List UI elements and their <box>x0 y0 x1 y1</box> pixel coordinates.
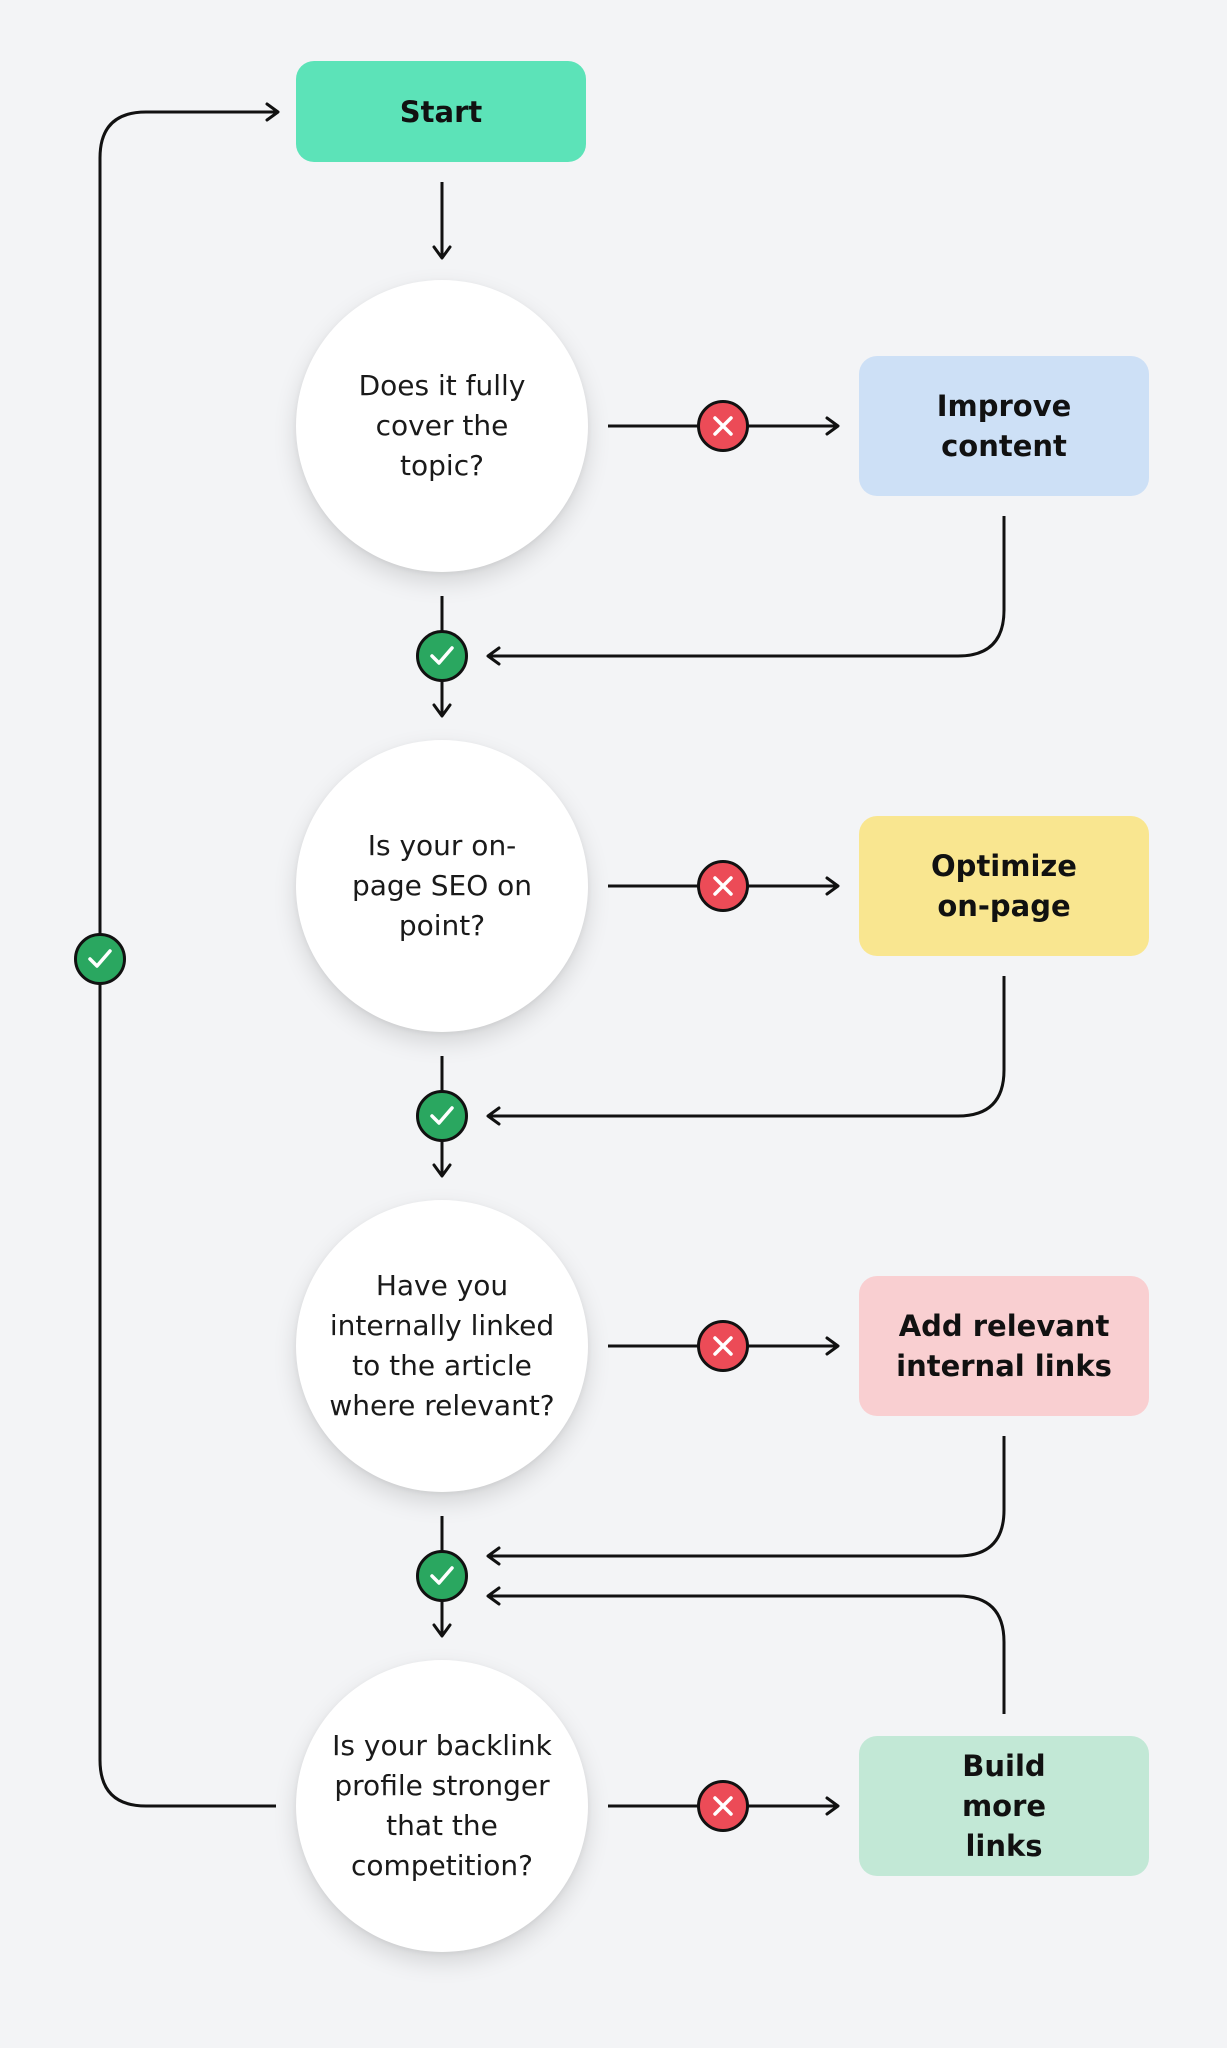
action-label: Build more links <box>961 1749 1047 1863</box>
start-label: Start <box>399 94 483 129</box>
action-add-internal-links: Add relevant internal links <box>859 1276 1149 1416</box>
action-label: Improve content <box>936 389 1072 463</box>
loop-back-line <box>98 102 280 1808</box>
return-line-1 <box>486 516 1006 666</box>
question-on-page-seo: Is your on-page SEO on point? <box>296 740 588 1032</box>
action-improve-content: Improve content <box>859 356 1149 496</box>
return-line-2 <box>486 976 1006 1126</box>
question-topic-coverage: Does it fully cover the topic? <box>296 280 588 572</box>
checkmark-icon <box>416 630 468 682</box>
checkmark-icon <box>416 1550 468 1602</box>
question-text: Is your backlink profile stronger that t… <box>332 1729 552 1882</box>
x-mark-icon <box>697 860 749 912</box>
question-text: Does it fully cover the topic? <box>358 369 526 482</box>
return-line-3 <box>486 1436 1006 1566</box>
question-text: Is your on-page SEO on point? <box>351 829 533 942</box>
question-backlink-profile: Is your backlink profile stronger that t… <box>296 1660 588 1952</box>
return-line-4 <box>486 1586 1006 1714</box>
start-box: Start <box>296 61 586 162</box>
action-build-more-links: Build more links <box>859 1736 1149 1876</box>
x-mark-icon <box>697 1780 749 1832</box>
action-optimize-on-page: Optimize on-page <box>859 816 1149 956</box>
checkmark-icon <box>416 1090 468 1142</box>
question-text: Have you internally linked to the articl… <box>329 1269 555 1422</box>
action-label: Optimize on-page <box>931 849 1077 923</box>
question-internal-links: Have you internally linked to the articl… <box>296 1200 588 1492</box>
x-mark-icon <box>697 400 749 452</box>
x-mark-icon <box>697 1320 749 1372</box>
action-label: Add relevant internal links <box>896 1309 1112 1383</box>
checkmark-icon <box>74 933 126 985</box>
